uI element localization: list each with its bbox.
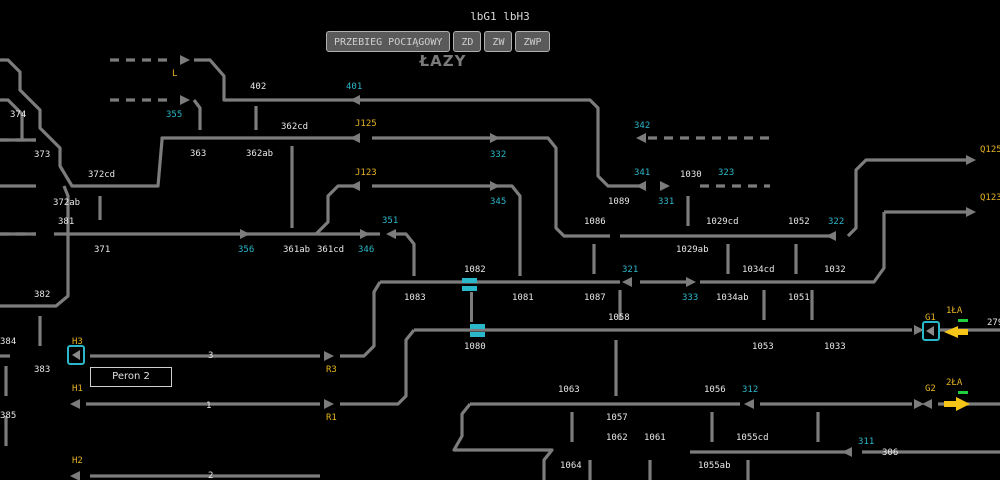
track-label: 1052 — [788, 217, 810, 227]
direction-arrows — [70, 55, 976, 480]
track-label: H3 — [72, 337, 83, 347]
arrow-1la-icon — [944, 326, 958, 338]
track-label: 385 — [0, 411, 16, 421]
track-label: 1034ab — [716, 293, 749, 303]
track-label: G2 — [925, 384, 936, 394]
track-label: 1064 — [560, 461, 582, 471]
track-label: 1 — [206, 401, 211, 411]
peron-label: Peron 2 — [90, 367, 172, 387]
track-label: 382 — [34, 290, 50, 300]
track-label: 1ŁA — [946, 306, 963, 316]
track-label: 3 — [208, 351, 213, 361]
station-name: ŁAZY — [419, 52, 467, 70]
track-label: 1034cd — [742, 265, 775, 275]
track-label: 362cd — [281, 122, 308, 132]
track-label: 383 — [34, 365, 50, 375]
track-label: 306 — [882, 448, 898, 458]
arrow-2la-icon — [956, 397, 970, 411]
track-label: 333 — [682, 293, 698, 303]
zw-button[interactable]: ZW — [484, 31, 513, 52]
track-label: 1089 — [608, 197, 630, 207]
track-label: 1080 — [464, 342, 486, 352]
track-label: 1055cd — [736, 433, 769, 443]
track-label: 355 — [166, 110, 182, 120]
track-label: 1033 — [824, 342, 846, 352]
track-label: J125 — [355, 119, 377, 129]
track-label: 345 — [490, 197, 506, 207]
track-label: 341 — [634, 168, 650, 178]
track-lines — [0, 58, 1000, 480]
track-label: J123 — [355, 168, 377, 178]
track-label: 1081 — [512, 293, 534, 303]
track-label: 371 — [94, 245, 110, 255]
track-label: 279 — [987, 318, 1000, 328]
track-label: 356 — [238, 245, 254, 255]
track-label: R3 — [326, 365, 337, 375]
track-label: 1053 — [752, 342, 774, 352]
track-label: 384 — [0, 337, 16, 347]
track-label: H2 — [72, 456, 83, 466]
track-label: H1 — [72, 384, 83, 394]
track-label: 321 — [622, 265, 638, 275]
track-label: 332 — [490, 150, 506, 160]
track-label: 1029cd — [706, 217, 739, 227]
track-label: 1055ab — [698, 461, 731, 471]
track-label: 342 — [634, 121, 650, 131]
track-label: 1063 — [558, 385, 580, 395]
signal-markers — [67, 278, 970, 411]
track-label: 1061 — [644, 433, 666, 443]
track-label: 401 — [346, 82, 362, 92]
track-label: 1062 — [606, 433, 628, 443]
track-label: 331 — [658, 197, 674, 207]
track-label: 1082 — [464, 265, 486, 275]
track-label: 363 — [190, 149, 206, 159]
track-label: 373 — [34, 150, 50, 160]
signal-h3-icon[interactable] — [67, 345, 85, 365]
track-label: 361ab — [283, 245, 310, 255]
track-label: G1 — [925, 313, 936, 323]
zwp-button[interactable]: ZWP — [515, 31, 550, 52]
track-label: R1 — [326, 413, 337, 423]
track-label: 362ab — [246, 149, 273, 159]
zd-button[interactable]: ZD — [453, 31, 482, 52]
track-label: 374 — [10, 110, 26, 120]
track-label: 1032 — [824, 265, 846, 275]
track-label: Q123 — [980, 193, 1000, 203]
signal-g1-icon[interactable] — [922, 321, 940, 341]
track-label: 372ab — [53, 198, 80, 208]
track-label: 2ŁA — [946, 378, 963, 388]
dashed-tracks — [0, 58, 770, 236]
track-label: 1029ab — [676, 245, 709, 255]
track-label: 323 — [718, 168, 734, 178]
track-label: 311 — [858, 437, 874, 447]
track-label: 1087 — [584, 293, 606, 303]
track-label: 351 — [382, 216, 398, 226]
toolbar: PRZEBIEG POCIĄGOWY ZD ZW ZWP — [326, 31, 550, 52]
track-label: 1057 — [606, 413, 628, 423]
track-label: 402 — [250, 82, 266, 92]
przebieg-pociagowy-button[interactable]: PRZEBIEG POCIĄGOWY — [326, 31, 451, 52]
track-label: 1051 — [788, 293, 810, 303]
track-label: 1056 — [704, 385, 726, 395]
track-label: 381 — [58, 217, 74, 227]
track-label: 2 — [208, 471, 213, 480]
track-label: L — [172, 69, 177, 79]
track-label: 312 — [742, 385, 758, 395]
track-label: 372cd — [88, 170, 115, 180]
track-label: 1058 — [608, 313, 630, 323]
track-label: 346 — [358, 245, 374, 255]
track-label: Q125 — [980, 145, 1000, 155]
track-labels: 402 401 L 355 374 373 372cd 372ab 381 371 382 384 38… — [0, 69, 1000, 480]
track-label: 361cd — [317, 245, 344, 255]
track-label: 1030 — [680, 170, 702, 180]
track-label: 322 — [828, 217, 844, 227]
track-label: 1083 — [404, 293, 426, 303]
window-title: lbG1 lbH3 — [470, 10, 530, 23]
track-label: 1086 — [584, 217, 606, 227]
